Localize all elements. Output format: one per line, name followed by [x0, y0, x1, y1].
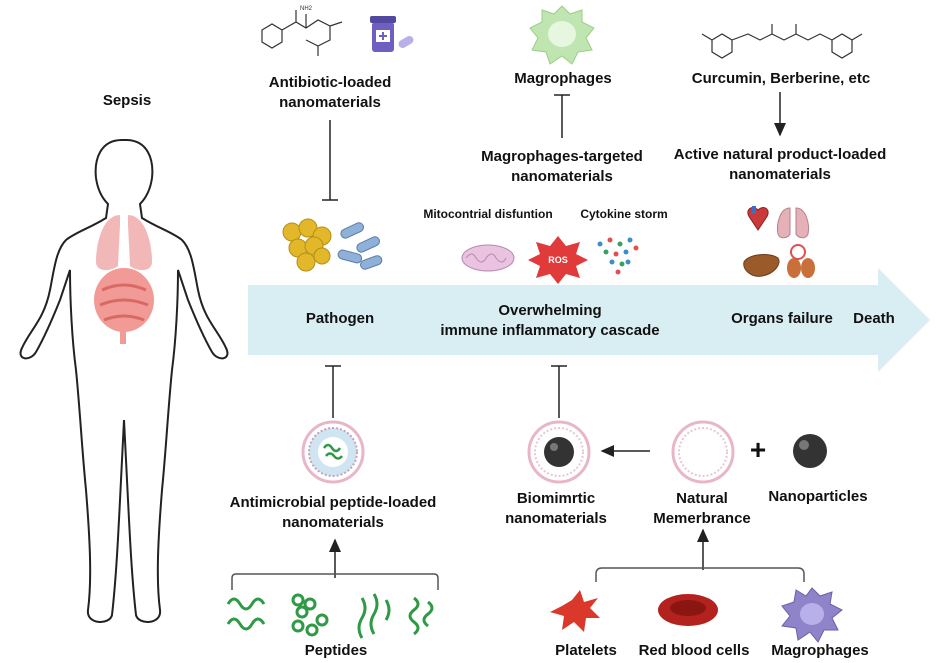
svg-text:NH2: NH2: [300, 6, 313, 12]
inhibit-biomimetic: [551, 365, 567, 418]
cascade-label-line2: immune inflammatory cascade: [440, 322, 660, 339]
nanocarrier-icon: [301, 420, 365, 484]
death-label: Death: [853, 310, 895, 327]
antibiotic-molecule-icon: NH2: [261, 6, 343, 56]
antibiotic-label-line2: nanomaterials: [279, 94, 381, 111]
antibiotic-label-line1: Antibiotic-loaded: [268, 74, 392, 91]
human-body-outline: [19, 139, 229, 623]
cascade-label-line1: Overwhelming: [498, 302, 602, 319]
inhibit-antibiotic: [322, 120, 338, 201]
macrophages-top-label: Magrophages: [514, 70, 612, 87]
lungs-icon: [96, 215, 152, 271]
rod-bacteria-icon: [337, 222, 383, 270]
mitochondria-icon: [461, 244, 515, 272]
amp-label-line2: nanomaterials: [282, 514, 384, 531]
membrane-icon: [671, 420, 735, 484]
platelets-label: Platelets: [555, 642, 617, 659]
biomimetic-label-line2: nanomaterials: [505, 510, 607, 527]
nanoparticle-icon: [527, 420, 591, 484]
bacteria-cluster-icon: [282, 218, 332, 272]
ros-burst-icon: [528, 236, 588, 284]
intestine-icon: [94, 268, 154, 344]
macrophage-targeted-label-line1: Magrophages-targeted: [481, 148, 643, 165]
pathogen-label: Pathogen: [305, 310, 375, 327]
natural-product-label-line2: nanomaterials: [729, 166, 831, 183]
nanoparticles-label: Nanoparticles: [768, 488, 868, 505]
rbc-label: Red blood cells: [638, 642, 750, 659]
cytokine-label: Cytokine storm: [580, 207, 668, 221]
organs-icon: [743, 206, 815, 278]
mito-label: Mitocontrial disfuntion: [423, 207, 553, 221]
platelet-icon: [550, 590, 600, 632]
curcumin-label: Curcumin, Berberine, etc: [691, 70, 871, 87]
macrophage-icon: [529, 5, 595, 65]
amp-label-line1: Antimicrobial peptide-loaded: [229, 494, 437, 511]
biomimetic-label-line1: Biomimrtic: [516, 490, 596, 507]
macrophage-targeted-label-line2: nanomaterials: [511, 168, 613, 185]
inhibit-macrophages: [554, 94, 570, 138]
organs-label: Organs failure: [731, 310, 833, 327]
peptides-bracket: [231, 573, 439, 590]
pill-bottle-icon: [370, 16, 414, 52]
natural-membrane-label-line1: Natural: [676, 490, 728, 507]
curcumin-molecule-icon: [701, 24, 863, 59]
plus-sign: +: [749, 434, 767, 465]
macrophage-bottom-icon: [781, 587, 843, 643]
cells-bracket: [595, 567, 805, 582]
inhibit-amp: [325, 365, 341, 418]
peptides-label: Peptides: [304, 642, 368, 659]
cytokine-particles-icon: [597, 237, 639, 275]
peptide-icon: [226, 593, 434, 639]
macrophages-bottom-label: Magrophages: [771, 642, 869, 659]
red-blood-cell-icon: [658, 594, 718, 626]
natural-product-label-line1: Active natural product-loaded: [673, 146, 887, 163]
natural-membrane-label-line2: Memerbrance: [653, 510, 751, 527]
sepsis-label: Sepsis: [102, 92, 152, 109]
timeline-arrow: [248, 268, 930, 372]
free-nanoparticle-icon: [793, 434, 827, 468]
ros-label: ROS: [548, 255, 568, 265]
